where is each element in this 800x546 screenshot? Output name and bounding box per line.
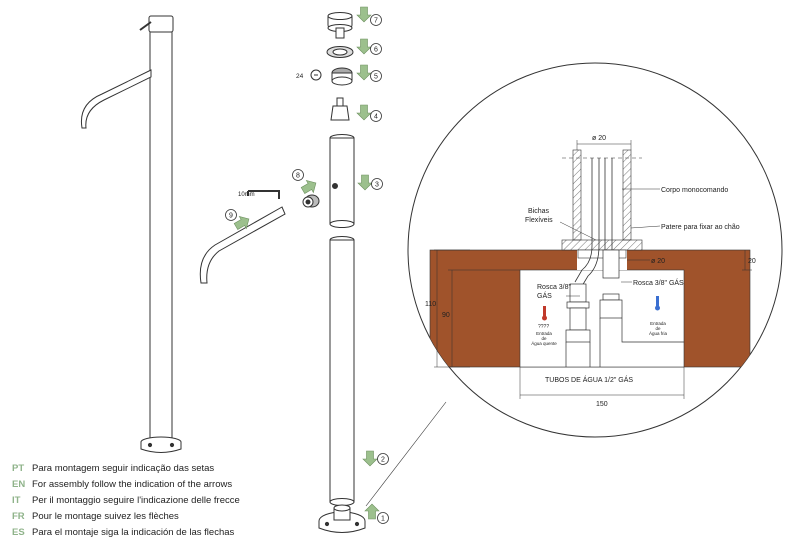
faucet-column [149, 29, 173, 441]
cold-label-3: Água fria [649, 330, 668, 336]
hot-marks: ???? [538, 324, 549, 330]
key-size-label: 10mm [238, 192, 255, 198]
upper-tube [329, 134, 355, 228]
detail-leader-line [365, 401, 447, 507]
step-number-labels: 7 6 5 4 3 2 1 8 9 [229, 18, 385, 523]
step-5-label: 5 [374, 74, 378, 81]
label-corpo: Corpo monocomando [661, 187, 728, 194]
ring-part [326, 46, 354, 58]
lower-tube [329, 236, 355, 506]
label-rosca-right: Rosca 3/8" GÁS [633, 278, 684, 287]
allen-key [247, 190, 280, 199]
step-4-label: 4 [374, 114, 378, 121]
dim-150: 150 [596, 401, 608, 408]
column-wall-left [572, 149, 582, 241]
arrow-icon [233, 215, 250, 230]
arrow-icon [356, 104, 372, 121]
legend-text: Pour le montage suivez les flèches [32, 511, 179, 522]
screw-part [310, 69, 322, 81]
floor-cavity [519, 269, 685, 368]
faucet-base [140, 442, 182, 453]
detached-spout [199, 206, 286, 284]
arrow-icon [300, 179, 317, 194]
step-6-label: 6 [374, 47, 378, 54]
grub-screw-part [302, 194, 320, 208]
legend-item-en: EN For assembly follow the indication of … [12, 477, 342, 493]
legend-text: Per il montaggio seguire l'indicazione d… [32, 495, 240, 506]
legend-code: PT [12, 463, 25, 474]
cold-water-icon [655, 296, 660, 311]
step-numbers [225, 14, 389, 524]
legend-item-pt: PT Para montagem seguir indicação das set… [12, 461, 342, 477]
step-8-label: 8 [296, 173, 300, 180]
step-7-label: 7 [374, 18, 378, 25]
step-1-label: 1 [381, 516, 385, 523]
assembly-legend: PT Para montagem seguir indicação das set… [12, 461, 342, 541]
faucet-lever [139, 21, 152, 31]
label-rosca-left-1: Rosca 3/8" [537, 284, 572, 291]
legend-item-it: IT Per il montaggio seguire l'indicazione… [12, 493, 342, 509]
arrow-icon [356, 6, 372, 23]
arrow-icon [364, 503, 380, 520]
step-2-label: 2 [381, 457, 385, 464]
step-9-label: 9 [229, 213, 233, 220]
legend-code: IT [12, 495, 21, 506]
faucet-spout [80, 69, 152, 129]
legend-item-es: ES Para el montaje siga la indicación de … [12, 525, 342, 541]
cold-label-2: de [655, 326, 661, 331]
step-arrows [233, 6, 380, 520]
faucet-handle [148, 15, 174, 33]
arrow-icon [357, 174, 373, 191]
dim-110: 110 [425, 301, 436, 308]
dim-phi20-mid: ø 20 [651, 258, 665, 265]
dimension-lines [434, 140, 752, 399]
cartridge-part [330, 97, 350, 121]
label-bichas-2: Flexíveis [525, 217, 553, 224]
flexible-hoses [574, 158, 613, 287]
label-patere: Patere para fixar ao chão [661, 224, 740, 231]
cold-label-1: Entrada [650, 321, 666, 326]
installation-detail: ø 20 Corpo monocomando Patere para fixar… [365, 62, 783, 507]
arrow-icon [356, 64, 372, 81]
legend-item-fr: FR Pour le montage suivez les flèches [12, 509, 342, 525]
dim-phi20-top: ø 20 [592, 135, 606, 142]
assembled-faucet [80, 15, 182, 453]
screw-size-label: 24 [296, 73, 304, 80]
floor-flange [318, 504, 366, 533]
nut-part [331, 67, 353, 86]
legend-text: For assembly follow the indication of th… [32, 479, 233, 490]
hot-label-2: de [541, 336, 547, 341]
dim-20: 20 [748, 258, 756, 265]
label-bichas-1: Bichas [528, 208, 550, 215]
cold-connection [599, 249, 684, 367]
step-3-label: 3 [375, 182, 379, 189]
arrow-icon [362, 450, 378, 467]
legend-code: ES [12, 527, 25, 538]
column-wall-right [622, 149, 632, 241]
hot-label-1: Entrada [536, 331, 552, 336]
legend-text: Para el montaje siga la indicación de la… [32, 527, 235, 538]
legend-text: Para montagem seguir indicação das setas [32, 463, 215, 474]
floor-plate [561, 239, 643, 251]
detail-labels: ø 20 Corpo monocomando Patere para fixar… [425, 135, 756, 408]
legend-code: FR [12, 511, 25, 522]
label-rosca-left-2: GÁS [537, 291, 552, 300]
exploded-parts [199, 12, 366, 533]
arrow-icon [356, 38, 372, 55]
hot-connection [565, 283, 591, 367]
hot-label-3: Água quente [531, 340, 557, 346]
handle-part [327, 12, 353, 39]
label-tubos: TUBOS DE ÁGUA 1/2" GÁS [545, 375, 633, 384]
legend-code: EN [12, 479, 26, 490]
dim-90: 90 [442, 312, 450, 319]
hot-water-icon [542, 306, 547, 321]
